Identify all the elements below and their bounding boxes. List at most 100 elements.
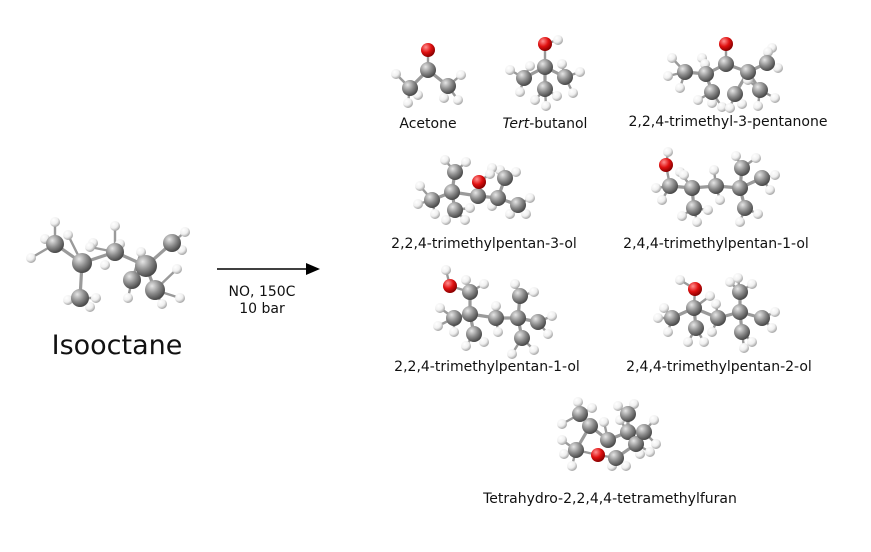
hydrogen-atom [433,321,443,331]
hydrogen-atom [679,170,689,180]
hydrogen-atom [529,345,539,355]
molecule-pentanone [663,37,783,113]
hydrogen-atom [547,311,557,321]
product-label-tert-butanol: Tert-butanol [503,116,588,132]
hydrogen-atom [465,203,475,213]
hydrogen-atom [136,247,146,257]
hydrogen-atom [663,71,673,81]
hydrogen-atom [747,337,757,347]
carbon-atom [686,200,702,216]
hydrogen-atom [553,35,563,45]
carbon-atom [557,69,573,85]
hydrogen-atom [453,95,463,105]
hydrogen-atom [430,209,440,219]
hydrogen-atom [157,299,167,309]
hydrogen-atom [525,61,535,71]
carbon-atom [740,64,756,80]
hydrogen-atom [543,329,553,339]
carbon-atom [470,188,486,204]
carbon-atom [754,170,770,186]
hydrogen-atom [649,415,659,425]
hydrogen-atom [707,98,717,108]
product-label-244-pentan-1-ol: 2,4,4-trimethylpentan-1-ol [623,236,809,252]
hydrogen-atom [575,67,585,77]
carbon-atom [752,82,768,98]
hydrogen-atom [439,93,449,103]
carbon-atom [704,84,720,100]
hydrogen-atom [737,99,747,109]
molecule-224-pentan-1-ol [433,265,557,359]
carbon-atom [145,280,165,300]
hydrogen-atom [413,199,423,209]
carbon-atom [698,66,714,82]
carbon-atom [516,70,532,86]
hydrogen-atom [449,327,459,337]
hydrogen-atom [180,227,190,237]
hydrogen-atom [751,153,761,163]
molecule-pentan-3-ol [413,155,535,225]
hydrogen-atom [85,302,95,312]
hydrogen-atom [479,337,489,347]
hydrogen-atom [747,279,757,289]
carbon-atom [123,271,141,289]
carbon-atom [402,80,418,96]
carbon-atom [497,170,513,186]
carbon-atom [447,202,463,218]
carbon-atom [135,255,157,277]
hydrogen-atom [613,401,623,411]
hydrogen-atom [552,91,562,101]
molecule-furan [557,397,661,471]
carbon-atom [163,234,181,252]
carbon-atom [572,406,588,422]
carbon-atom [664,310,680,326]
carbon-atom [510,310,526,326]
hydrogen-atom [461,341,471,351]
carbon-atom [447,164,463,180]
hydrogen-atom [657,195,667,205]
hydrogen-atom [441,265,451,275]
carbon-atom [512,288,528,304]
hydrogen-atom [505,65,515,75]
carbon-atom [727,86,743,102]
carbon-atom [424,192,440,208]
hydrogen-atom [707,327,717,337]
hydrogen-atom [767,323,777,333]
hydrogen-atom [753,101,763,111]
molecule-isooctane [26,217,190,312]
hydrogen-atom [621,461,631,471]
hydrogen-atom [699,337,709,347]
carbon-atom [662,178,678,194]
carbon-atom [462,306,478,322]
hydrogen-atom [725,103,735,113]
hydrogen-atom [541,101,551,111]
carbon-atom [686,300,702,316]
product-label-acetone: Acetone [399,116,457,132]
hydrogen-atom [559,449,569,459]
product-label-pentan-2-ol: 2,4,4-trimethylpentan-2-ol [626,359,812,375]
hydrogen-atom [709,165,719,175]
carbon-atom [636,424,652,440]
carbon-atom [462,284,478,300]
hydrogen-atom [667,53,677,63]
hydrogen-atom [123,293,133,303]
carbon-atom [600,432,616,448]
hydrogen-atom [653,313,663,323]
carbon-atom [446,310,462,326]
carbon-atom [490,190,506,206]
conditions-line-1: NO, 150C [228,284,296,300]
hydrogen-atom [440,155,450,165]
hydrogen-atom [587,403,597,413]
hydrogen-atom [717,102,727,112]
hydrogen-atom [403,98,413,108]
carbon-atom [72,253,92,273]
molecule-acetone [391,43,466,108]
carbon-atom [46,235,64,253]
hydrogen-atom [63,295,73,305]
hydrogen-atom [85,242,95,252]
carbon-atom [732,304,748,320]
hydrogen-atom [100,260,110,270]
hydrogen-atom [693,95,703,105]
product-label-224-pentan-1-ol: 2,2,4-trimethylpentan-1-ol [394,359,580,375]
hydrogen-atom [663,147,673,157]
